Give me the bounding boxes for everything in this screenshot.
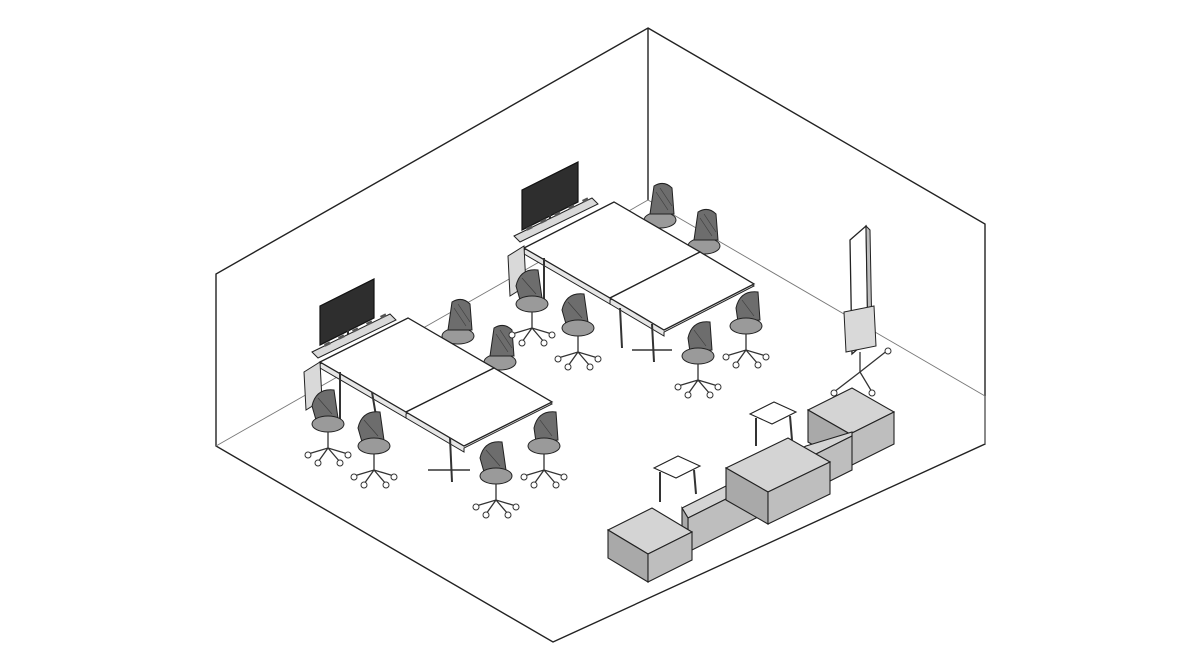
lounge-area [606, 387, 896, 583]
chair [722, 291, 770, 369]
right-table-front [608, 251, 756, 337]
chair [304, 389, 352, 467]
chair [508, 269, 556, 347]
left-power-rail [311, 313, 397, 359]
mobile-whiteboard [830, 224, 892, 397]
room-outline [215, 27, 986, 643]
side-table [652, 455, 702, 502]
chair [472, 441, 520, 519]
left-table-zone [303, 278, 568, 519]
side-table [748, 401, 798, 446]
right-table-zone [507, 161, 770, 399]
right-table-legs [543, 258, 672, 363]
chair [350, 411, 398, 489]
chair [520, 411, 568, 489]
right-power-rail [513, 197, 599, 243]
chair [674, 321, 722, 399]
left-table-front [404, 367, 554, 453]
sofa-module [606, 507, 694, 583]
chair [441, 298, 475, 345]
chair [554, 293, 602, 371]
sofa-module [724, 437, 832, 525]
chair [643, 182, 677, 229]
